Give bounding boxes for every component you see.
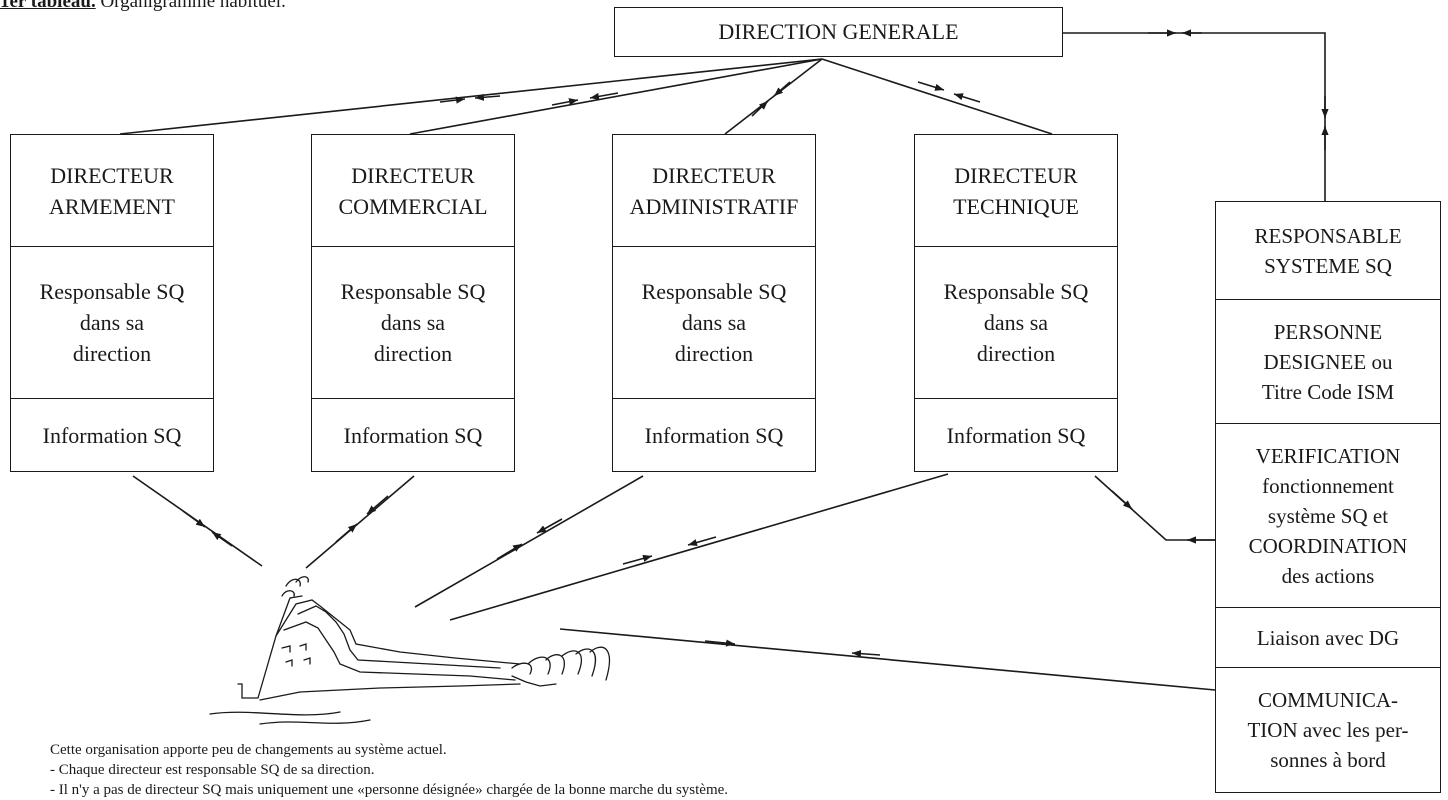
link-dg-commercial xyxy=(409,58,823,135)
director-info: Information SQ xyxy=(946,422,1086,448)
link-administratif-ship xyxy=(414,475,644,608)
link-communication-ship xyxy=(559,628,1216,691)
link-dg-technique xyxy=(821,58,1053,135)
director-info: Information SQ xyxy=(644,422,784,448)
director-title: DIRECTEUR ARMEMENT xyxy=(11,135,213,247)
communication-cell: COMMUNICA- TION avec les per- sonnes à b… xyxy=(1247,687,1409,772)
diagram-title: 1er tableau. Organigramme habituel. xyxy=(0,0,286,13)
link-dg-armement xyxy=(119,58,823,135)
responsable-title: RESPONSABLE SYSTEME SQ xyxy=(1216,202,1440,300)
link-dg-administratif xyxy=(724,58,823,135)
director-info: Information SQ xyxy=(343,422,483,448)
ship-icon xyxy=(209,576,611,725)
caption-line: Cette organisation apporte peu de change… xyxy=(50,742,447,758)
verification-cell: VERIFICATION fonctionnement système SQ e… xyxy=(1216,424,1440,608)
direction-generale-box: DIRECTION GENERALE xyxy=(614,7,1063,57)
caption-line: - Chaque directeur est responsable SQ de… xyxy=(50,762,375,778)
link-technique-ship xyxy=(449,473,949,621)
director-info: Information SQ xyxy=(42,422,182,448)
title-label: 1er tableau. xyxy=(0,0,96,12)
director-box-armement: DIRECTEUR ARMEMENT Responsable SQ dans s… xyxy=(10,134,214,472)
director-role: Responsable SQ dans sa direction xyxy=(613,247,815,399)
director-role: Responsable SQ dans sa direction xyxy=(11,247,213,399)
director-box-administratif: DIRECTEUR ADMINISTRATIF Responsable SQ d… xyxy=(612,134,816,472)
director-role: Responsable SQ dans sa direction xyxy=(915,247,1117,399)
director-role: Responsable SQ dans sa direction xyxy=(312,247,514,399)
director-box-commercial: DIRECTEUR COMMERCIAL Responsable SQ dans… xyxy=(311,134,515,472)
link-commercial-ship xyxy=(305,475,415,569)
director-title: DIRECTEUR COMMERCIAL xyxy=(312,135,514,247)
director-box-technique: DIRECTEUR TECHNIQUE Responsable SQ dans … xyxy=(914,134,1118,472)
director-title: DIRECTEUR ADMINISTRATIF xyxy=(613,135,815,247)
caption-line: - Il n'y a pas de directeur SQ mais uniq… xyxy=(50,782,729,798)
liaison-cell: Liaison avec DG xyxy=(1216,608,1440,668)
title-text: Organigramme habituel. xyxy=(100,0,286,12)
responsable-systeme-box: RESPONSABLE SYSTEME SQ PERSONNE DESIGNEE… xyxy=(1215,201,1441,793)
link-technique-verification xyxy=(1094,475,1215,541)
caption: Cette organisation apporte peu de change… xyxy=(50,740,728,800)
personne-designee: PERSONNE DESIGNEE ou Titre Code ISM xyxy=(1216,300,1440,424)
director-title: DIRECTEUR TECHNIQUE xyxy=(915,135,1117,247)
